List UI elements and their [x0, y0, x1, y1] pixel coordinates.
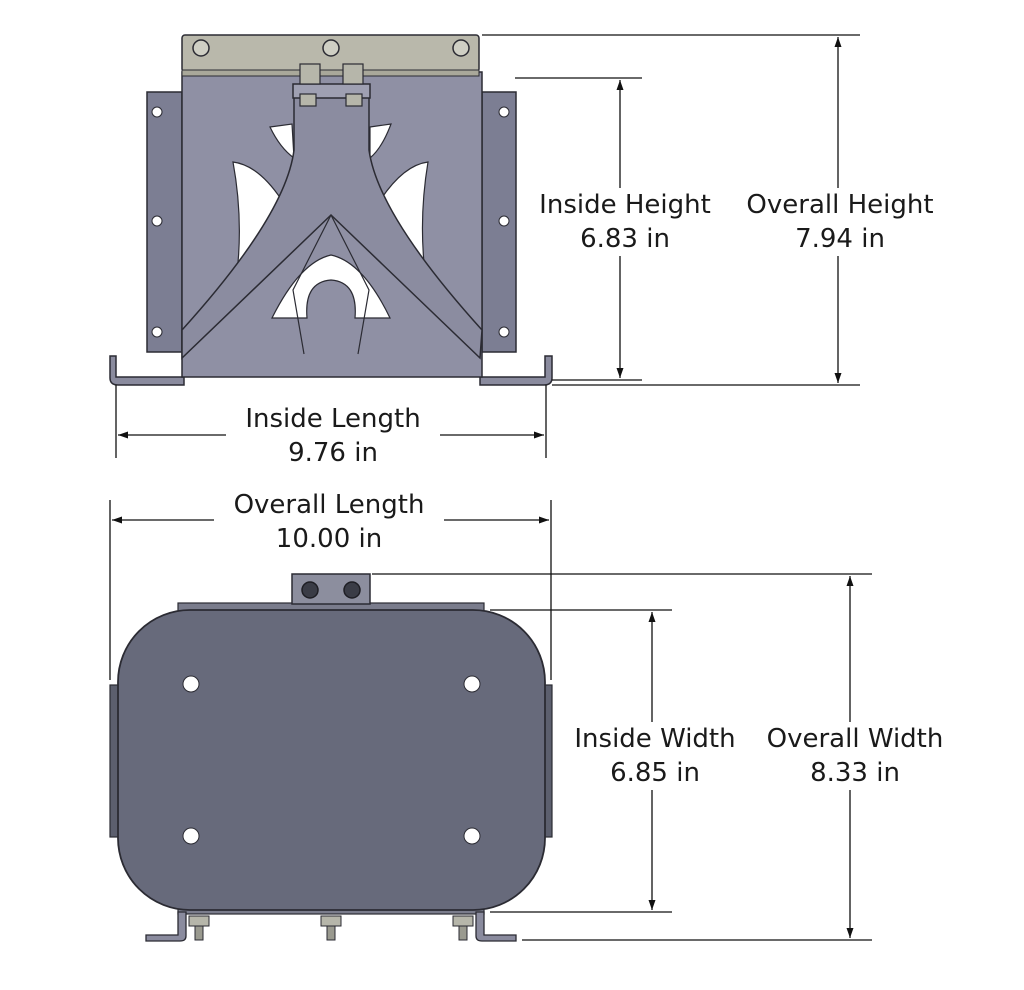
- base-flange-left: [109, 355, 185, 386]
- stud-icon: [452, 915, 474, 927]
- overall-height-label: Overall Height 7.94 in: [730, 188, 950, 256]
- tray-hole: [463, 827, 481, 845]
- clamp-nut: [299, 93, 317, 107]
- tray-foot-right: [475, 911, 517, 942]
- inside-width-name: Inside Width: [574, 724, 736, 754]
- inside-length-name: Inside Length: [245, 404, 421, 434]
- stud-icon: [194, 925, 204, 941]
- base-flange-right: [479, 355, 553, 386]
- clamp-nut: [345, 93, 363, 107]
- strap-inner-edge: [292, 214, 370, 355]
- stud-icon: [320, 915, 342, 927]
- stud-icon: [188, 915, 210, 927]
- side-hole: [151, 106, 163, 118]
- inside-width-value: 6.85 in: [610, 758, 700, 788]
- inside-width-label: Inside Width 6.85 in: [558, 722, 752, 790]
- inside-height-name: Inside Height: [539, 190, 711, 220]
- overall-height-value: 7.94 in: [795, 224, 885, 254]
- overall-length-value: 10.00 in: [275, 524, 383, 554]
- bolt-head-icon: [192, 39, 210, 57]
- inside-length-label: Inside Length 9.76 in: [226, 402, 440, 470]
- tray-body: [117, 609, 546, 911]
- clamp-nut: [299, 63, 321, 85]
- overall-height-name: Overall Height: [746, 190, 934, 220]
- stud-icon: [326, 925, 336, 941]
- front-view: [109, 34, 553, 386]
- stud-icon: [458, 925, 468, 941]
- clamp-nut: [342, 63, 364, 85]
- bolt-head-icon: [343, 581, 361, 599]
- tray-foot-left: [145, 911, 187, 942]
- tray-hole: [463, 675, 481, 693]
- cutout-center: [271, 254, 391, 319]
- top-view: [109, 573, 553, 942]
- bolt-head-icon: [301, 581, 319, 599]
- side-hole: [151, 215, 163, 227]
- overall-width-value: 8.33 in: [810, 758, 900, 788]
- overall-length-label: Overall Length 10.00 in: [214, 488, 444, 556]
- side-hole: [498, 326, 510, 338]
- bolt-head-icon: [322, 39, 340, 57]
- inside-height-label: Inside Height 6.83 in: [523, 188, 727, 256]
- side-hole: [151, 326, 163, 338]
- inside-length-value: 9.76 in: [288, 438, 378, 468]
- side-hole: [498, 106, 510, 118]
- overall-length-name: Overall Length: [233, 490, 425, 520]
- overall-width-name: Overall Width: [766, 724, 944, 754]
- top-plate-lip: [181, 69, 480, 77]
- bolt-head-icon: [452, 39, 470, 57]
- overall-width-label: Overall Width 8.33 in: [748, 722, 962, 790]
- side-hole: [498, 215, 510, 227]
- top-dimensions: [109, 500, 872, 941]
- tray-hole: [182, 827, 200, 845]
- tray-hole: [182, 675, 200, 693]
- inside-height-value: 6.83 in: [580, 224, 670, 254]
